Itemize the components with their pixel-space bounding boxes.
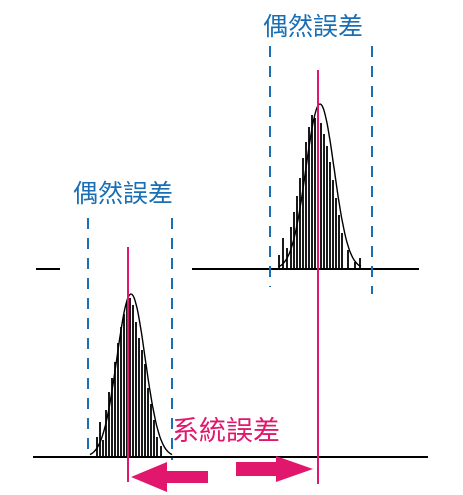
systematic-error-label: 系統誤差 xyxy=(172,416,280,447)
systematic-error-arrows xyxy=(131,456,313,492)
left-arrow xyxy=(131,462,208,492)
left-bell-curve xyxy=(89,293,173,456)
right-bell-curve xyxy=(278,103,362,268)
right-arrow xyxy=(236,456,313,482)
left-distribution xyxy=(33,218,428,482)
left-random-error-label: 偶然誤差 xyxy=(73,179,174,208)
right-distribution xyxy=(192,46,419,484)
right-random-error-label: 偶然誤差 xyxy=(263,12,364,41)
